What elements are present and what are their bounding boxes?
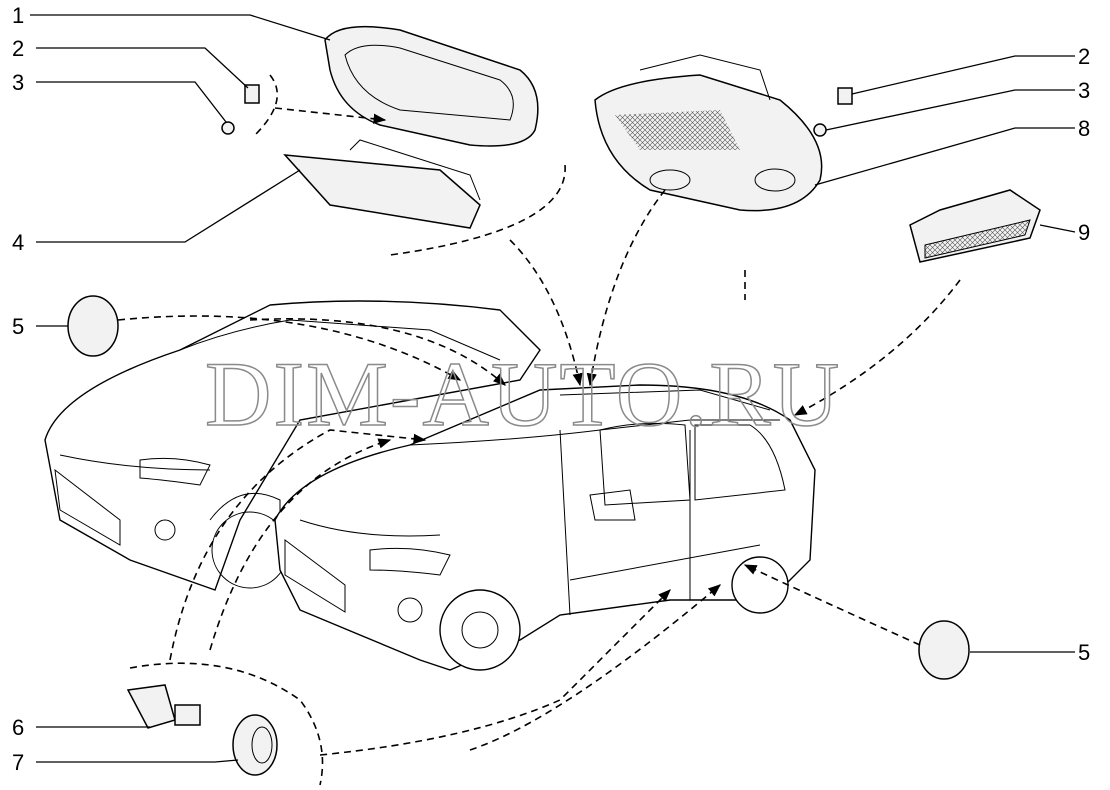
callout-labels: 1 2 3 4 5 6 7 2 3 8 9 5 — [12, 3, 1090, 775]
part-2-clip-left — [244, 84, 260, 104]
callout-7: 7 — [12, 750, 24, 775]
part-5-cap-right — [918, 620, 970, 680]
part-7-switch-cap — [232, 714, 278, 776]
part-1-lamp-housing — [324, 25, 539, 147]
part-3-screw-left — [221, 121, 235, 135]
callout-5-left: 5 — [12, 314, 24, 339]
part-5-cap-left — [67, 295, 119, 357]
leader-lines — [30, 14, 1076, 763]
callout-2-right: 2 — [1078, 44, 1090, 69]
callout-3-right: 3 — [1078, 78, 1090, 103]
watermark: DIM-AUTO.RU — [205, 343, 841, 445]
dashed-arrows — [117, 74, 961, 786]
part-4-lens — [283, 139, 481, 229]
part-9-trunk-lamp — [909, 189, 1041, 263]
part-6-switch — [126, 684, 201, 729]
callout-8: 8 — [1078, 116, 1090, 141]
callout-3-left: 3 — [12, 70, 24, 95]
callout-2-left: 2 — [12, 36, 24, 61]
callout-1: 1 — [12, 3, 24, 28]
part-2-clip-right — [837, 87, 853, 105]
callout-5-right: 5 — [1078, 640, 1090, 665]
callout-9: 9 — [1078, 220, 1090, 245]
car-main-view — [274, 384, 816, 671]
callout-6: 6 — [12, 715, 24, 740]
callout-4: 4 — [12, 230, 24, 255]
part-3-screw-right — [813, 123, 827, 137]
part-8-roof-console — [594, 54, 823, 212]
car-rear-view — [44, 300, 541, 591]
